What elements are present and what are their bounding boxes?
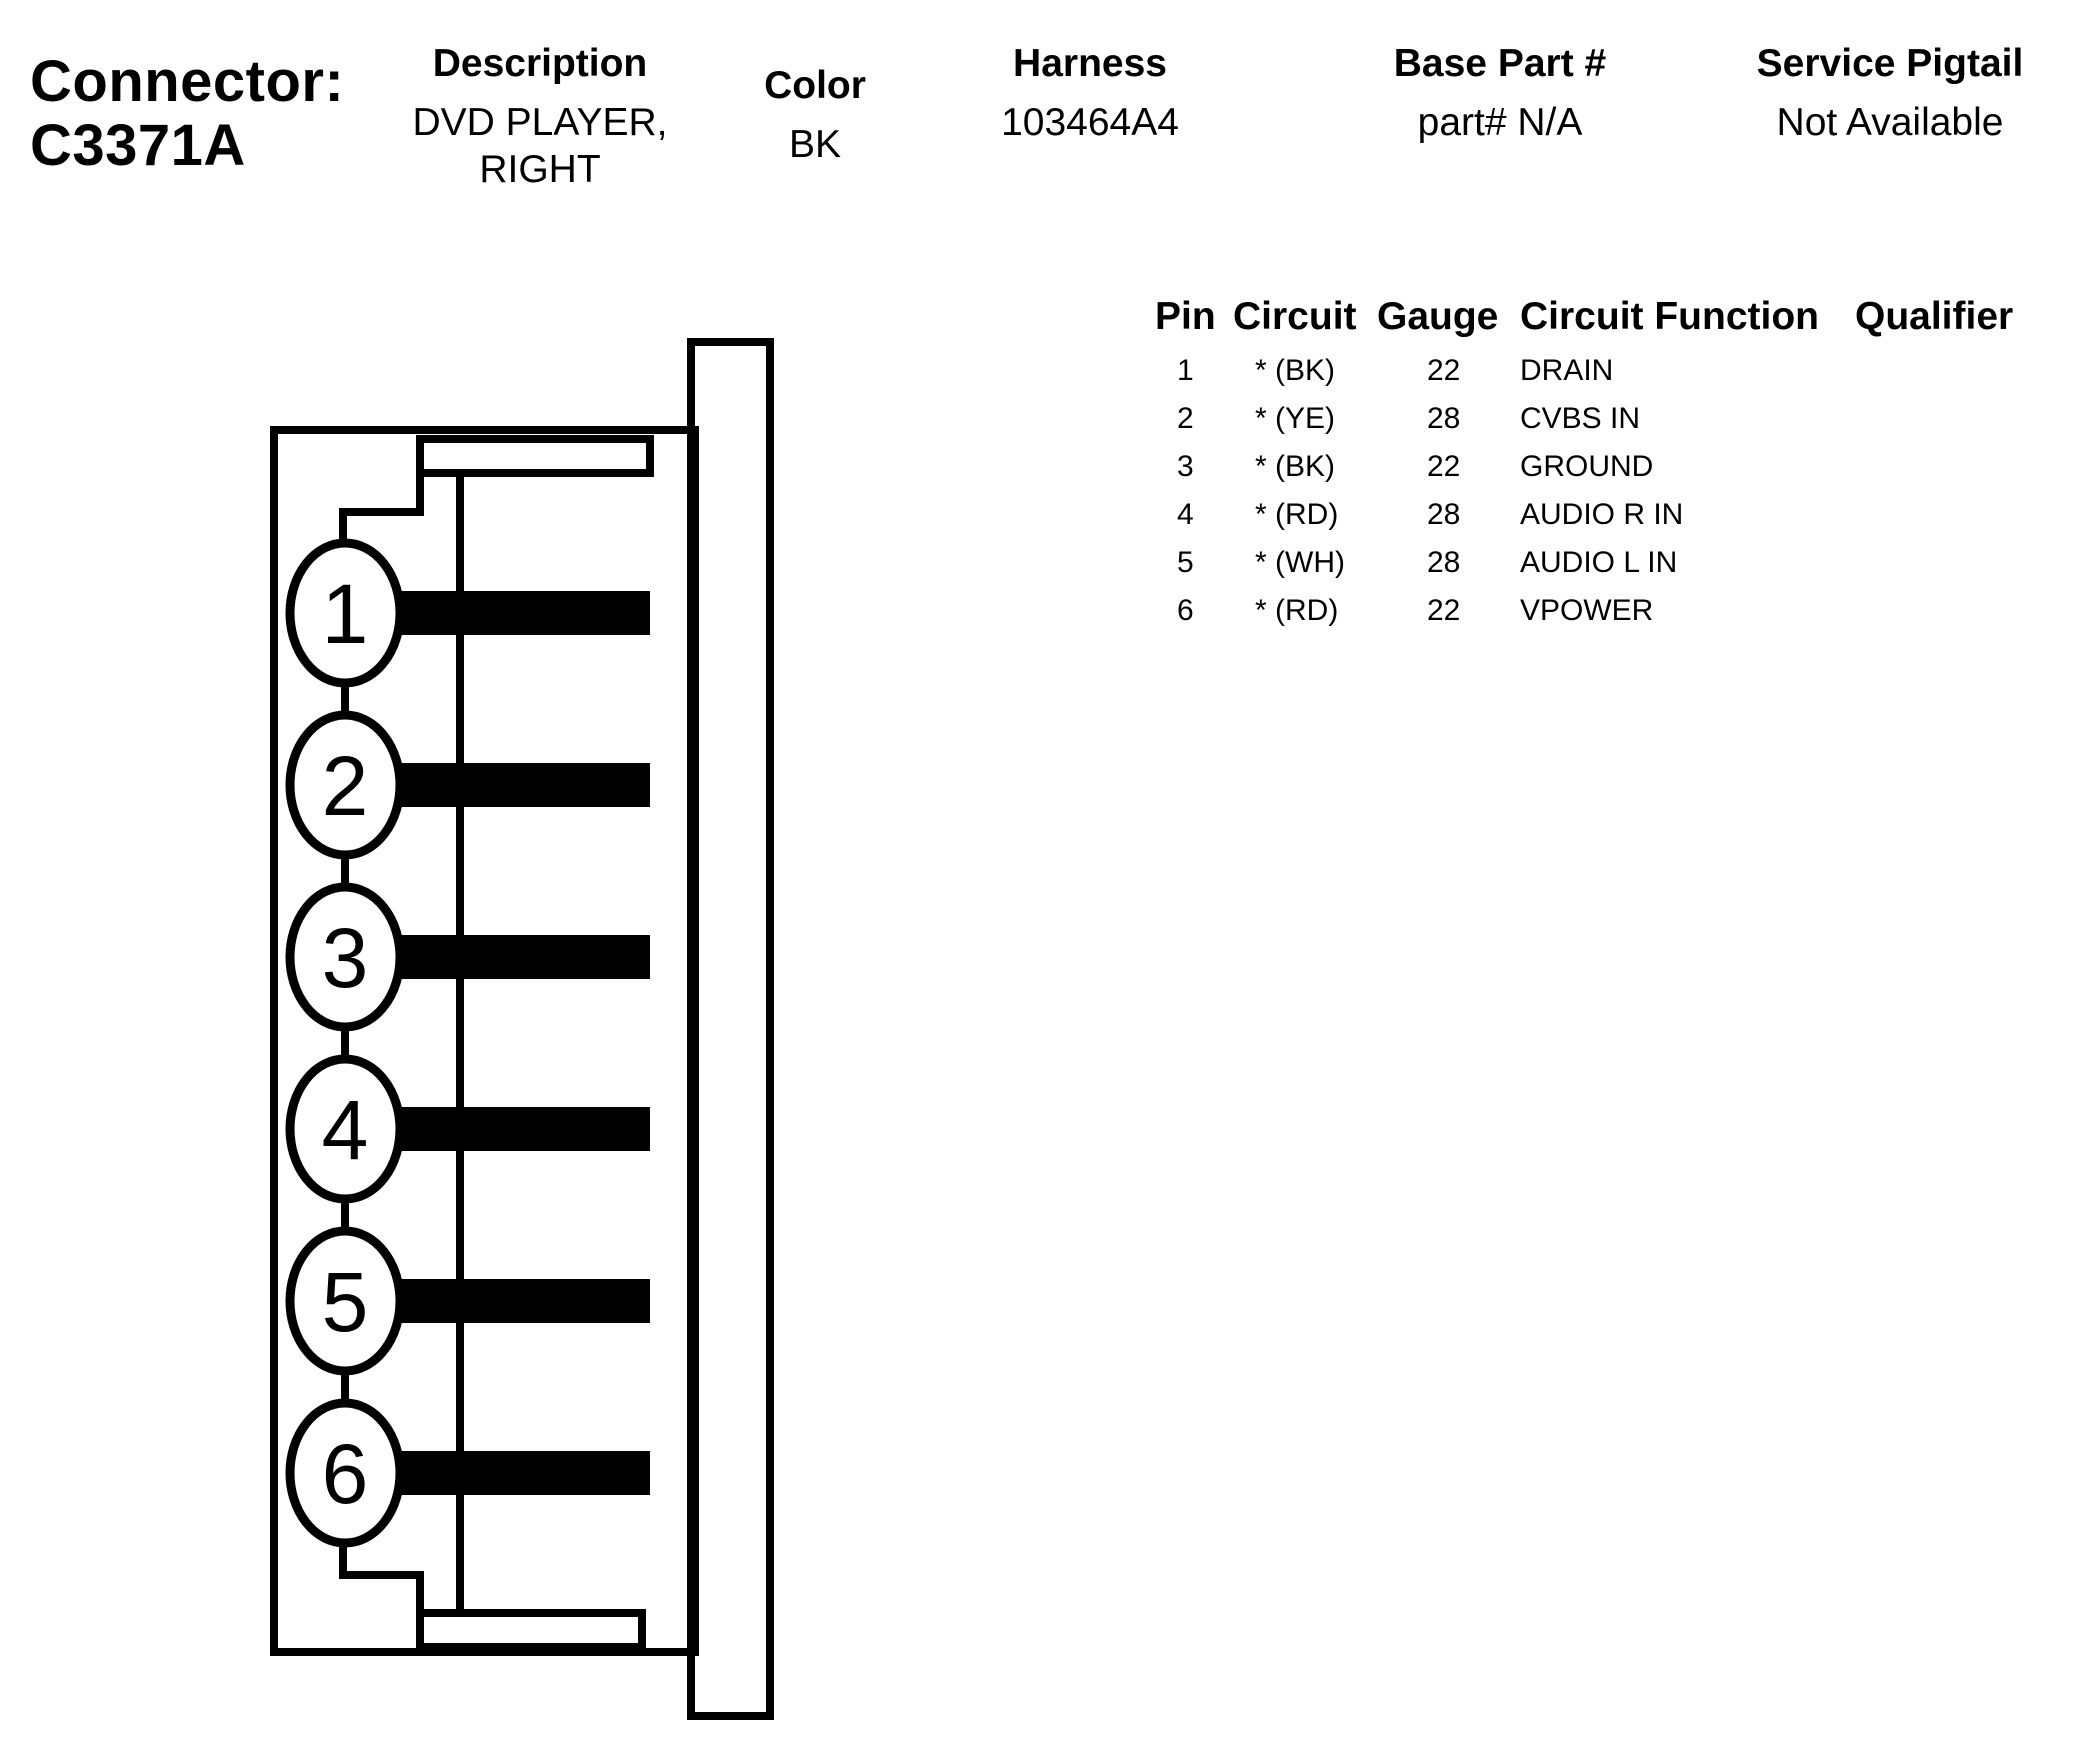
terminal-bar-5 [385, 1279, 650, 1323]
terminal-bar-2 [385, 763, 650, 807]
terminal-bar-6 [385, 1451, 650, 1495]
connector-flange [687, 338, 774, 1720]
pin-number-1: 1 [322, 567, 369, 661]
color-label: Color [764, 64, 866, 107]
pin-row-5-pin: 5 [1177, 546, 1194, 579]
col-header-pin: Pin [1155, 295, 1216, 338]
pin-row-6-circuit: * (RD) [1255, 594, 1339, 627]
connector-label: Connector: [30, 49, 345, 114]
pin-row-3-pin: 3 [1177, 450, 1194, 483]
color-value: BK [788, 123, 842, 166]
terminal-bar-4 [385, 1107, 650, 1151]
connector-id: C3371A [30, 113, 246, 178]
pin-row-3-gauge: 22 [1427, 450, 1461, 483]
service-pigtail-block: Service Pigtail Not Available [1720, 40, 2060, 146]
pin-row-5-gauge: 28 [1427, 546, 1461, 579]
col-header-qualifier: Qualifier [1855, 295, 2014, 338]
pin-row-1-gauge: 22 [1427, 354, 1461, 387]
base-part-block: Base Part # part# N/A [1340, 40, 1660, 146]
pin-cavity-3 [285, 882, 405, 1032]
pin-row-4-circuit: * (RD) [1255, 498, 1339, 531]
pin-cavity-5 [285, 1226, 405, 1376]
col-header-circuit: Circuit [1233, 295, 1357, 338]
pin-row-6-pin: 6 [1177, 594, 1194, 627]
description-value-line1: DVD PLAYER, [412, 101, 668, 144]
pin-table: Pin Circuit Gauge Circuit Function Quali… [1155, 293, 2035, 633]
pin-row-6-function: VPOWER [1520, 594, 1654, 627]
pin-row-2-circuit: * (YE) [1255, 402, 1336, 435]
harness-label: Harness [1013, 42, 1167, 85]
pin-number-6: 6 [322, 1427, 369, 1521]
bottom-latch [416, 1609, 646, 1651]
pin-cavity-6 [285, 1398, 405, 1548]
pin-number-2: 2 [322, 739, 369, 833]
pin-row-5-circuit: * (WH) [1255, 546, 1345, 579]
pin-cavity-1 [285, 538, 405, 688]
description-value-line2: RIGHT [479, 148, 601, 191]
col-header-gauge: Gauge [1377, 295, 1499, 338]
pin-row-3-circuit: * (BK) [1255, 450, 1336, 483]
connector-title: Connector: C3371A [30, 50, 344, 178]
service-pigtail-value: Not Available [1776, 101, 2004, 144]
pin-group: 1 2 3 4 5 6 [285, 538, 650, 1548]
housing-step-bottom [339, 1520, 424, 1613]
pin-cavity-2 [285, 710, 405, 860]
harness-value: 103464A4 [1001, 101, 1179, 144]
pin-row-4-function: AUDIO R IN [1520, 498, 1684, 531]
pin-row-2-function: CVBS IN [1520, 402, 1641, 435]
top-latch [416, 435, 654, 477]
color-block: Color BK [730, 62, 900, 168]
terminal-bar-3 [385, 935, 650, 979]
service-pigtail-label: Service Pigtail [1756, 42, 2024, 85]
base-part-value: part# N/A [1417, 101, 1583, 144]
pin-row-2-pin: 2 [1177, 402, 1194, 435]
base-part-label: Base Part # [1393, 42, 1607, 85]
pin-row-4-pin: 4 [1177, 498, 1194, 531]
col-header-circuit-function: Circuit Function [1520, 295, 1819, 338]
pin-number-3: 3 [322, 911, 369, 1005]
pin-row-3-function: GROUND [1520, 450, 1654, 483]
pin-row-2-gauge: 28 [1427, 402, 1461, 435]
terminal-bar-1 [385, 591, 650, 635]
pin-row-1-function: DRAIN [1520, 354, 1614, 387]
pin-row-4-gauge: 28 [1427, 498, 1461, 531]
description-label: Description [432, 42, 648, 85]
pin-number-5: 5 [322, 1255, 369, 1349]
pin-number-4: 4 [322, 1083, 369, 1177]
pin-row-1-pin: 1 [1177, 354, 1194, 387]
pin-row-6-gauge: 22 [1427, 594, 1461, 627]
pin-row-1-circuit: * (BK) [1255, 354, 1336, 387]
harness-block: Harness 103464A4 [950, 40, 1230, 146]
pin-row-5-function: AUDIO L IN [1520, 546, 1678, 579]
description-block: Description DVD PLAYER, RIGHT [380, 40, 700, 193]
connector-housing [270, 426, 699, 1656]
pin-cavity-4 [285, 1054, 405, 1204]
